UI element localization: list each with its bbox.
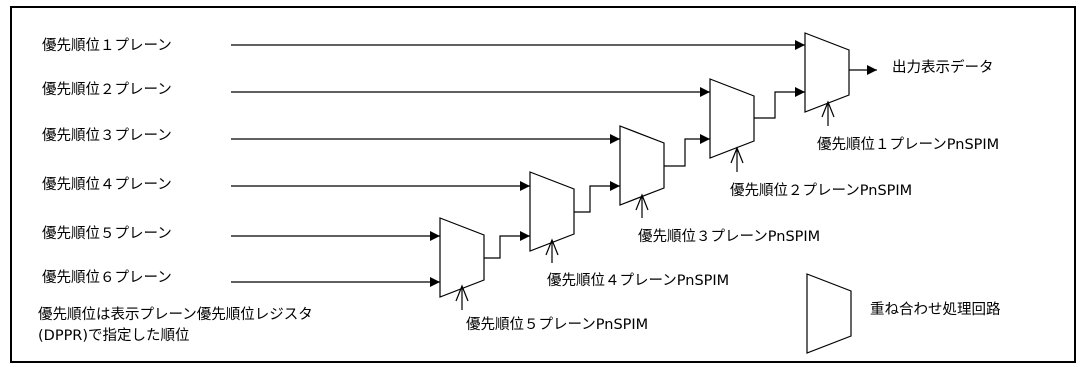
input-label-1: 優先順位１プレーン xyxy=(42,38,172,54)
link-3-2 xyxy=(664,134,710,167)
input-label-6: 優先順位６プレーン xyxy=(42,270,172,286)
select-label-3: 優先順位３プレーンPnSPIM xyxy=(638,229,821,245)
select-label-2: 優先順位２プレーンPnSPIM xyxy=(730,183,913,199)
select-arrow-2 xyxy=(730,146,744,172)
link-2-1 xyxy=(754,87,805,119)
note-line-1: 優先順位は表示プレーン優先順位レジスタ xyxy=(38,307,313,323)
input-label-3: 優先順位３プレーン xyxy=(42,128,172,144)
diagram-frame xyxy=(10,6,1076,363)
link-5-4 xyxy=(484,231,530,259)
legend-label: 重ね合わせ処理回路 xyxy=(870,302,1001,318)
mux-2 xyxy=(709,78,755,159)
select-arrow-5 xyxy=(455,284,469,310)
mux-3 xyxy=(619,125,665,206)
select-arrow-3 xyxy=(635,193,649,218)
link-4-3 xyxy=(574,181,620,213)
input-label-2: 優先順位２プレーン xyxy=(42,82,172,98)
input-label-5: 優先順位５プレーン xyxy=(42,226,172,242)
input-label-4: 優先順位４プレーン xyxy=(42,177,172,193)
select-label-4: 優先順位４プレーンPnSPIM xyxy=(547,273,730,289)
mux-1 xyxy=(804,32,850,113)
output-label: 出力表示データ xyxy=(892,60,994,76)
select-label-5: 優先順位５プレーンPnSPIM xyxy=(466,317,649,333)
select-label-1: 優先順位１プレーンPnSPIM xyxy=(817,137,1000,153)
mux-5 xyxy=(439,217,485,298)
mux-4 xyxy=(529,171,575,252)
legend-mux-shape xyxy=(806,273,852,354)
select-arrow-4 xyxy=(545,238,559,263)
select-arrow-1 xyxy=(821,100,835,126)
note-line-2: (DPPR)で指定した順位 xyxy=(38,328,190,344)
